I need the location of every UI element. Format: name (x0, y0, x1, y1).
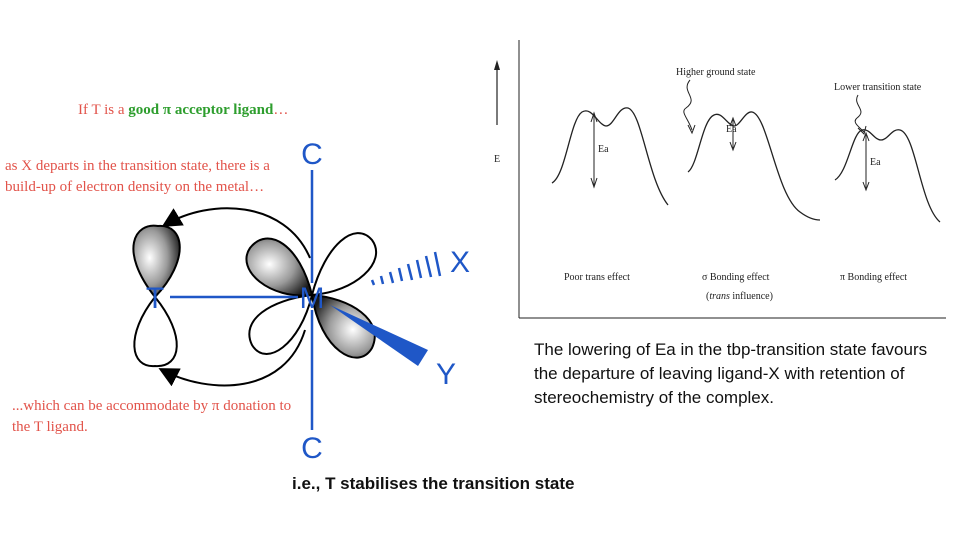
label-trans-influence-rest: influence (730, 291, 770, 302)
annotation-higher-ground-state: Higher ground state (676, 67, 756, 78)
pointer-lower-transition-state (854, 94, 865, 133)
intro-highlight: good π acceptor ligand (128, 102, 274, 118)
label-pi-bonding-effect: π Bonding effect (840, 272, 907, 283)
intro-suffix: … (273, 102, 289, 118)
atom-x: X (450, 246, 470, 279)
label-sigma-bonding-effect: σ Bonding effect (702, 272, 770, 283)
bond-m-x-hashed (370, 251, 442, 286)
metal-orbital-lobe-upper-left (245, 237, 314, 297)
annotation-lower-transition-state: Lower transition state (834, 82, 922, 93)
atom-c-top: C (301, 138, 323, 171)
curve-sigma-bonding (687, 111, 821, 221)
intro-prefix: If T is a (78, 102, 129, 118)
conclusion-text: i.e., T stabilises the transition state (292, 474, 575, 493)
donation-arrow-top (161, 207, 311, 259)
ea-label-poor: Ea (598, 144, 609, 155)
ea-arrow-sigma (729, 116, 737, 152)
curve-pi-bonding (834, 129, 941, 223)
atom-c-bottom: C (301, 432, 323, 465)
ea-arrow-poor (590, 111, 598, 189)
bond-m-y-wedge (330, 305, 428, 366)
pointer-higher-ground-state (683, 79, 693, 131)
pointer-lower-transition-state-head (857, 125, 867, 135)
departure-note: as X departs in the transition state, th… (5, 158, 270, 195)
t-orbital-upper-lobe (132, 224, 181, 299)
caption-text: The lowering of Ea in the tbp-transition… (534, 340, 928, 407)
ea-label-pi: Ea (870, 157, 881, 168)
energy-axis-arrowhead (494, 60, 500, 70)
metal-orbital-lobe-upper-right (310, 232, 378, 297)
energy-axis-label: E (494, 154, 500, 165)
curve-poor-trans (551, 107, 669, 206)
ea-label-sigma: Ea (726, 124, 737, 135)
label-trans-influence: (trans influence) (706, 291, 773, 302)
metal-orbital-lobe-lower-left (248, 293, 314, 355)
intro-line: If T is a good π acceptor ligand… (78, 102, 288, 119)
ea-arrow-pi (862, 131, 870, 192)
atom-t: T (146, 282, 164, 315)
label-poor-trans-effect: Poor trans effect (564, 272, 630, 283)
atom-m: M (300, 282, 325, 315)
label-trans-influence-italic: trans (709, 291, 730, 302)
atom-y: Y (436, 358, 456, 391)
pointer-higher-ground-state-head (687, 124, 696, 135)
accommodation-note: ...which can be accommodate by π donatio… (12, 398, 292, 435)
metal-orbital-lobe-lower-right (310, 293, 376, 359)
donation-arrow-bottom (158, 329, 306, 387)
t-orbital-lower-lobe (133, 295, 178, 368)
